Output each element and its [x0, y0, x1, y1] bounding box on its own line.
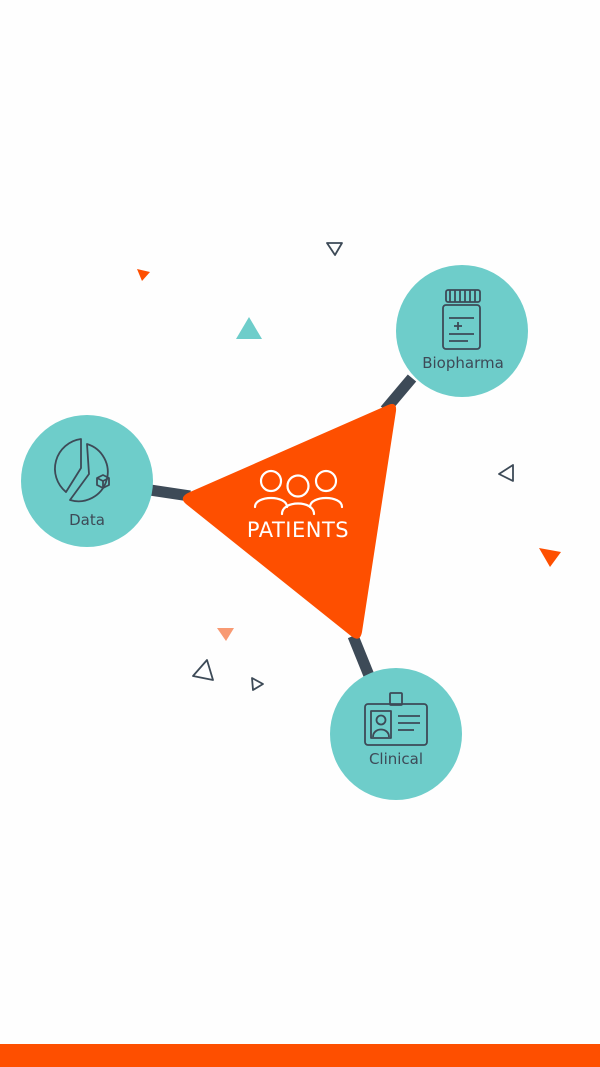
center-label: PATIENTS — [247, 518, 349, 542]
triangle-outline-icon — [251, 677, 264, 691]
id-badge-icon — [364, 692, 428, 746]
triangle-light-accent-icon — [217, 628, 234, 641]
people-group-icon — [253, 469, 344, 516]
triangle-outline-icon — [326, 242, 343, 256]
node-label-data: Data — [69, 511, 105, 529]
triangle-accent-icon — [539, 548, 561, 567]
triangle-teal-icon — [236, 317, 262, 339]
node-circle — [330, 668, 462, 800]
node-circle — [396, 265, 528, 397]
connector-clinical — [347, 633, 376, 681]
node-label-clinical: Clinical — [369, 750, 423, 768]
medicine-bottle-icon — [442, 289, 481, 350]
node-label-biopharma: Biopharma — [422, 354, 504, 372]
node-biopharma[interactable]: Biopharma — [396, 265, 528, 397]
center-triangle — [182, 403, 397, 639]
node-data[interactable]: Data — [21, 415, 153, 547]
triangle-accent-icon — [137, 269, 150, 281]
patients-center: PATIENTS — [182, 403, 397, 639]
node-clinical[interactable]: Clinical — [330, 668, 462, 800]
pie-chart-icon — [54, 438, 110, 503]
connector-data — [149, 484, 191, 502]
triangle-outline-icon — [192, 659, 214, 681]
node-circle — [21, 415, 153, 547]
triangle-outline-icon — [498, 464, 514, 482]
decorative-triangles — [137, 242, 561, 691]
bottom-accent-bar — [0, 1044, 600, 1067]
